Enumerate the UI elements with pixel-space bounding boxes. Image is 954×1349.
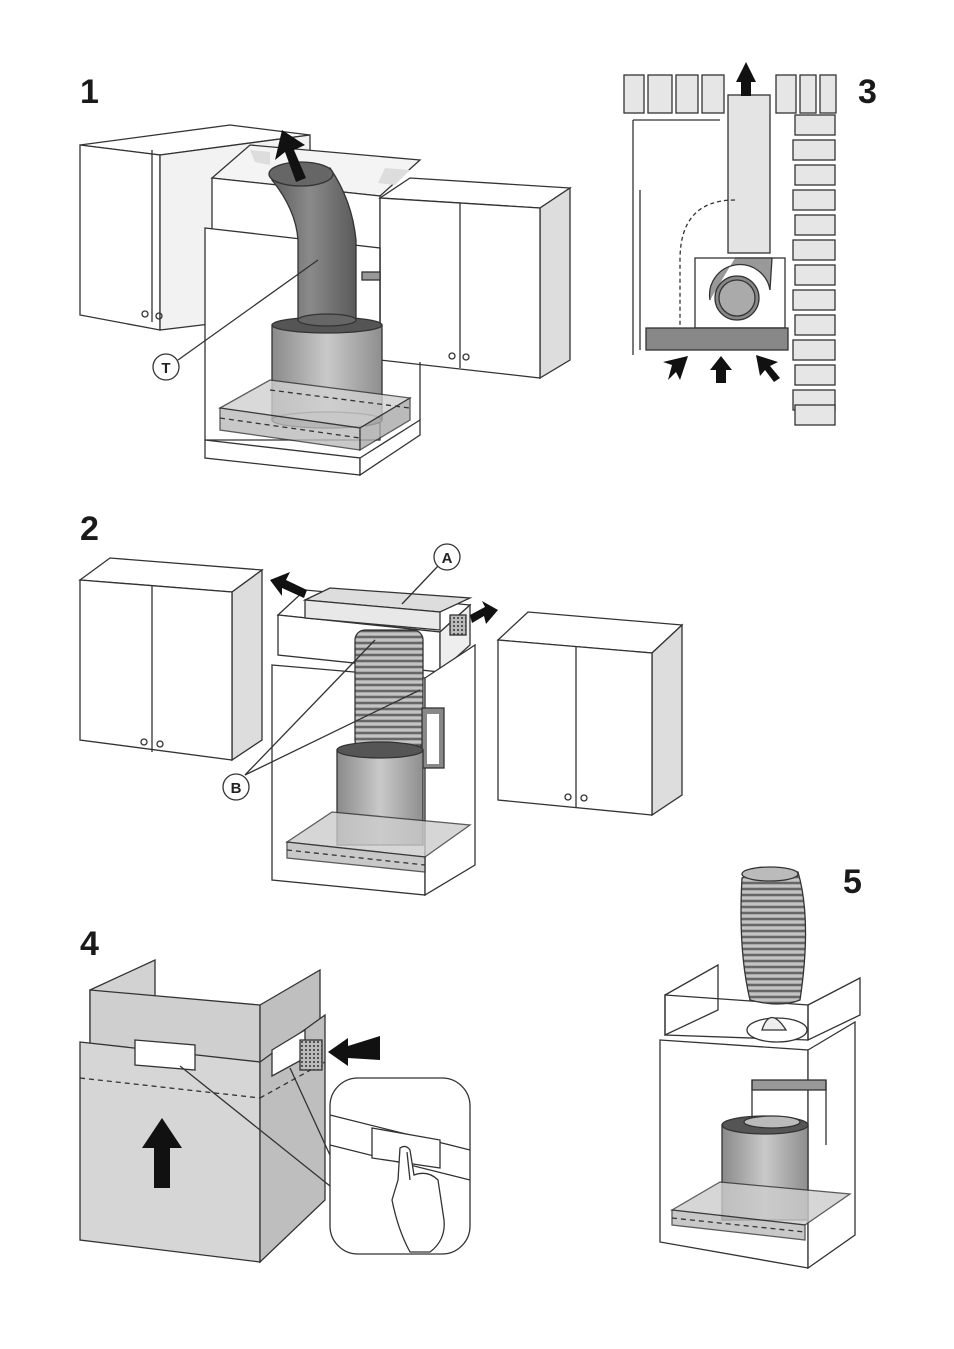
adhesive-label: [134, 1039, 196, 1071]
airflow-arrow-icon: [275, 130, 306, 182]
mounting-bracket: [361, 271, 381, 281]
inflow-arrow-left-icon: [663, 356, 688, 380]
vertical-duct: [727, 94, 771, 254]
callout-b: B: [231, 780, 242, 797]
vent-grille: [449, 614, 467, 636]
callout-circle-t: [152, 353, 180, 381]
figure-3-diagram: [623, 62, 837, 426]
exhaust-pipe: [268, 161, 357, 327]
wall-bricks: [792, 114, 836, 426]
upper-chimney-5: [664, 963, 719, 1037]
figure-5-label: 5: [843, 863, 862, 901]
figure-1-label: 1: [80, 73, 99, 111]
figure-4-diagram: [79, 958, 471, 1264]
flexible-duct-5: [740, 869, 807, 1005]
figure-4-label: 4: [80, 925, 99, 963]
callout-circle-a: [433, 543, 461, 571]
push-side-arrow-icon: [328, 1036, 380, 1066]
base-tray: [218, 379, 412, 452]
right-wall-cabinet: [378, 177, 572, 380]
left-wall-cabinet-2: [78, 557, 264, 762]
flexible-duct: [354, 629, 424, 751]
figure-2-diagram: A B: [78, 543, 684, 897]
inflow-arrow-middle-icon: [710, 356, 732, 383]
inflow-arrow-right-icon: [756, 355, 780, 382]
ceiling-bricks: [623, 74, 837, 114]
callout-leader-b: [244, 639, 376, 776]
figure-2-label: 2: [80, 510, 99, 548]
side-grille: [299, 1039, 323, 1071]
figure-1-diagram: T: [79, 124, 572, 477]
figure-3-label: 3: [858, 73, 877, 111]
hand-icon: [391, 1145, 445, 1253]
callout-leader-a: [401, 565, 439, 605]
callout-leader-t: [177, 259, 319, 361]
push-up-arrow-icon: [142, 1118, 182, 1188]
callout-t: T: [161, 360, 170, 377]
airflow-right-arrow-icon: [470, 601, 498, 624]
up-arrow-icon: [736, 62, 756, 96]
callout-a: A: [442, 550, 453, 567]
callout-circle-b: [222, 773, 250, 801]
right-wall-cabinet-2: [496, 611, 684, 817]
duct-bracket-5: [751, 1079, 827, 1091]
hood-bottom: [645, 327, 789, 351]
airflow-left-arrow-icon: [270, 572, 307, 598]
figure-5-diagram: [659, 866, 861, 1270]
